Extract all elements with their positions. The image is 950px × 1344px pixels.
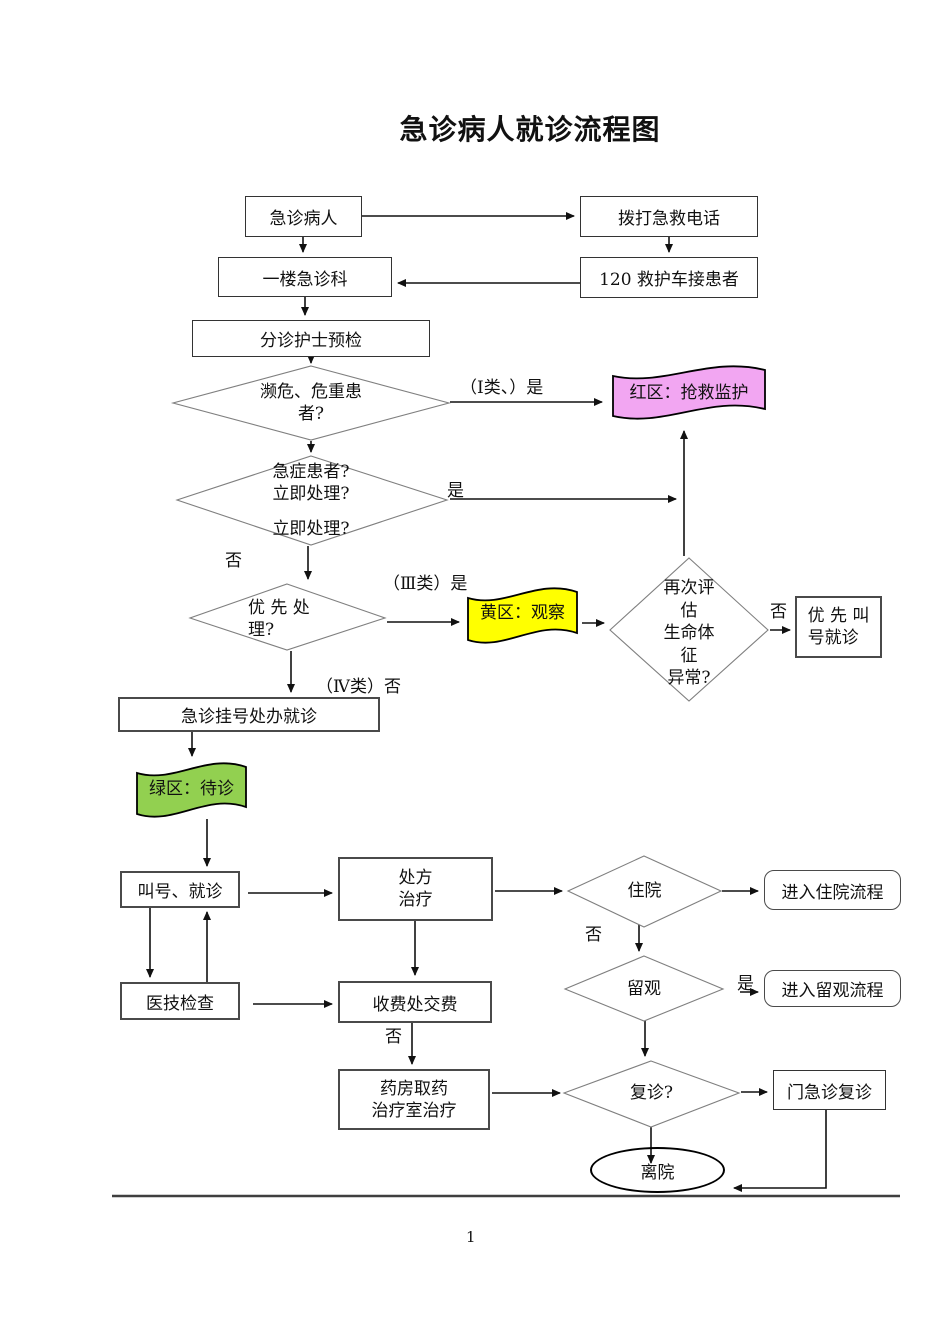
diamond-followup-shape [562,1060,741,1128]
diamond-followup-label: 复诊? [629,1083,674,1103]
node-prescription: 处方 治疗 [338,857,493,921]
flag-green-zone-label: 绿区：待诊 [149,779,234,799]
node-first-floor-er: 一楼急诊科 [218,257,392,297]
diamond-reassess-label: 再次评 估 生命体 征 异常? [639,577,739,690]
node-prescription-line2: 治疗 [398,890,433,910]
diamond-critical-line2: 者? [297,404,325,424]
node-priority-call-line2: 号就诊 [807,628,859,648]
diamond-urgent-line1: 急症患者? [272,462,350,482]
flag-red-zone-shape [612,365,766,420]
node-emergency-patient: 急诊病人 [245,196,362,237]
node-call-number-visit: 叫号、就诊 [120,871,240,908]
diamond-priority-line1: 优 先 处 [248,598,310,618]
node-pharmacy-line2: 治疗室治疗 [371,1100,457,1121]
node-call-emergency: 拨打急救电话 [580,196,758,237]
edge-label-urgent-no: 否 [225,551,242,571]
diamond-priority-line2: 理? [248,620,275,640]
page-title: 急诊病人就诊流程图 [399,113,661,146]
flag-yellow-zone-shape [467,587,578,644]
node-inpatient-flow: 进入住院流程 [764,870,901,910]
diamond-reassess-shape [609,557,769,702]
edge-label-payment-no: 否 [385,1027,402,1047]
diamond-urgent-shape [175,455,449,546]
node-priority-call-line1: 优 先 叫 [807,606,870,626]
diamond-reassess-line2: 估 [680,600,698,621]
edge-label-reassess-no: 否 [770,602,787,622]
node-prescription-line1: 处方 [398,868,433,888]
diamond-reassess-line4: 征 [680,645,698,666]
diamond-critical-shape [170,365,452,441]
connector-outpatient-to-discharge [733,1110,827,1192]
diamond-hospitalize-label: 住院 [627,881,662,901]
edge-label-observation-yes: 是 [737,974,754,994]
diamond-critical-line1: 濒危、危重患 [260,382,362,402]
diamond-urgent-label: 急症患者? 立即处理? 立即处理? [241,461,381,540]
node-outpatient-followup: 门急诊复诊 [773,1070,886,1110]
node-ambulance: 120 救护车接患者 [580,257,758,298]
node-discharge: 离院 [590,1147,725,1193]
node-triage-nurse: 分诊护士预检 [192,320,430,357]
edge-label-class4-no: （Ⅳ类）否 [316,677,401,697]
node-observation-flow: 进入留观流程 [764,970,901,1007]
diamond-urgent-line2: 立即处理? [272,484,350,504]
diamond-critical-label: 濒危、危重患 者? [231,381,391,425]
node-payment: 收费处交费 [338,981,492,1023]
node-priority-call: 优 先 叫 号就诊 [795,596,882,658]
diamond-urgent-line3: 立即处理? [272,519,350,539]
edge-label-urgent-yes: 是 [447,481,464,501]
node-er-registration: 急诊挂号处办就诊 [118,697,380,732]
flag-yellow-zone-label: 黄区：观察 [480,603,565,623]
node-medtech-exam: 医技检查 [120,982,240,1020]
edge-label-hospitalize-no: 否 [585,925,602,945]
edge-label-class1-yes: （Ⅰ类、）是 [460,378,544,398]
node-pharmacy: 药房取药 治疗室治疗 [338,1069,490,1130]
diamond-priority-label: 优 先 处 理? [248,597,338,641]
diamond-hospitalize-shape [566,855,723,928]
flag-red-zone-label: 红区：抢救监护 [629,383,749,403]
diamond-observation-shape [563,955,725,1022]
diamond-reassess-line1: 再次评 [663,578,715,598]
diamond-reassess-line5: 异常? [667,668,711,688]
node-pharmacy-line1: 药房取药 [380,1078,448,1099]
flag-green-zone-shape [136,762,247,818]
diamond-priority-shape [188,583,387,651]
diamond-reassess-line3: 生命体 [663,623,715,643]
diamond-observation-label: 留观 [627,979,661,999]
page-number: 1 [466,1228,476,1246]
edge-label-class3-yes: （Ⅲ类）是 [383,574,468,594]
